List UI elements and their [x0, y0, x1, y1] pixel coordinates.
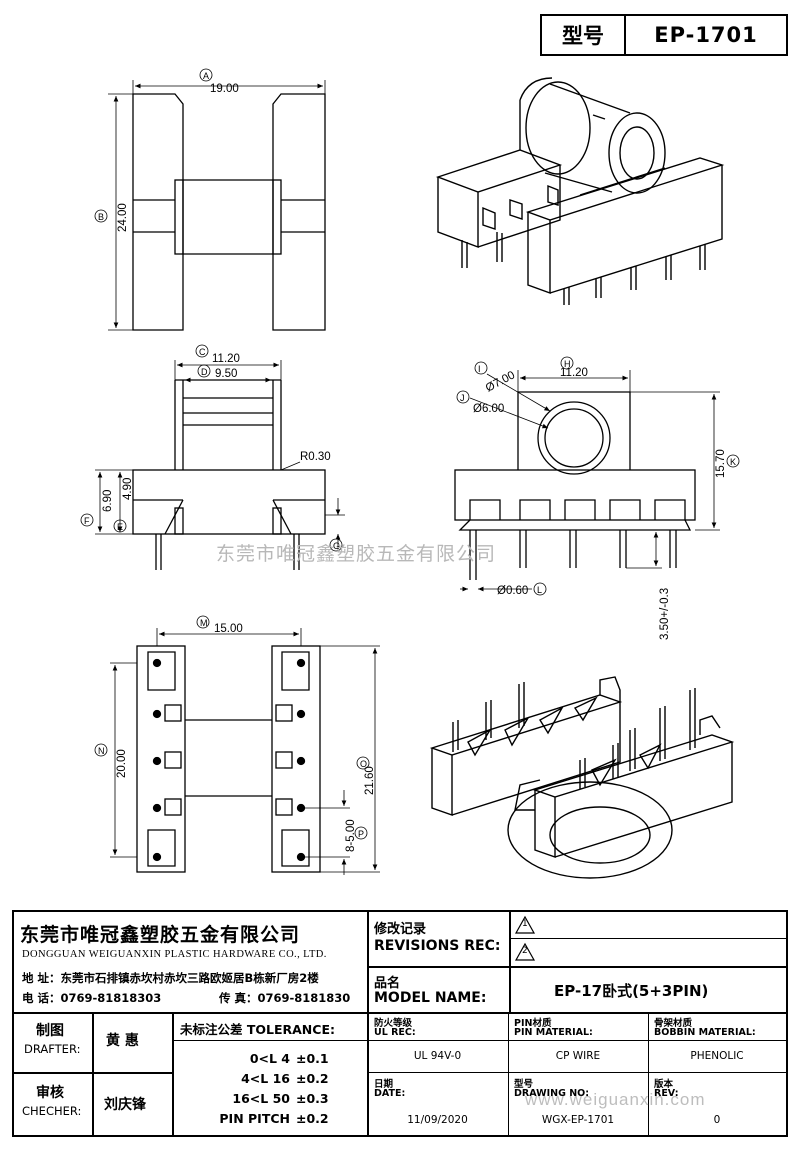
- revision-triangle-1-icon: [514, 915, 536, 934]
- revision-mark-2: 2: [522, 946, 528, 956]
- dim-m-label: M: [200, 618, 208, 628]
- tolerance-title: 未标注公差 TOLERANCE:: [180, 1022, 335, 1037]
- dim-b-label: B: [98, 212, 104, 222]
- pin-material-label-en: PIN MATERIAL:: [514, 1027, 593, 1038]
- dim-c-label: C: [199, 347, 206, 357]
- dim-d-label: D: [201, 367, 208, 377]
- checker-label-en: CHECHER:: [22, 1104, 82, 1118]
- company-address: 地 址：东莞市石排镇赤坎村赤坎三路欧姬居B栋新厂房2楼: [22, 971, 319, 985]
- model-title-box: 型号 EP-1701: [540, 14, 788, 56]
- dim-h-value: 11.20: [560, 367, 588, 379]
- pin-material-label-cn: PIN材质: [514, 1018, 552, 1029]
- tolerance-range-1: 0<L 4: [249, 1051, 290, 1066]
- ul-value: UL 94V-0: [413, 1050, 462, 1062]
- dim-k-value: 15.70: [715, 449, 727, 478]
- rev-label-cn: 版本: [654, 1079, 674, 1090]
- rev-value: 0: [713, 1114, 721, 1126]
- iso-view-2: [429, 676, 735, 879]
- drawing-no-label-cn: 型号: [514, 1079, 534, 1090]
- model-value: EP-1701: [654, 23, 758, 47]
- tolerance-value-2: ±0.2: [296, 1071, 329, 1086]
- tolerance-range-2: 4<L 16: [241, 1071, 290, 1086]
- ul-label-cn: 防火等级: [374, 1018, 413, 1029]
- technical-drawing: A 19.00 B 24.00 C 11.20 D 9.50 R0.30 F 6…: [80, 68, 740, 879]
- pin-material-value: CP WIRE: [555, 1050, 601, 1062]
- drawing-no-value: WGX-EP-1701: [541, 1114, 615, 1126]
- dim-o-label: O: [360, 759, 367, 769]
- revisions-label-cn: 修改记录: [374, 922, 427, 937]
- dim-e-label: E: [117, 522, 123, 532]
- ul-label-en: UL REC:: [374, 1027, 416, 1038]
- tolerance-range-4: PIN PITCH: [219, 1111, 290, 1126]
- dim-m-value: 15.00: [214, 623, 243, 635]
- dim-f-label: F: [84, 516, 90, 526]
- dim-n-label: N: [98, 746, 105, 756]
- bobbin-material-label-cn: 骨架材质: [654, 1018, 693, 1029]
- model-name-label-en: MODEL NAME:: [374, 990, 487, 1006]
- dim-j-label: J: [460, 393, 465, 403]
- dim-f-value: 6.90: [102, 490, 114, 512]
- dim-g-label: G: [333, 541, 340, 551]
- watermark-company: 东莞市唯冠鑫塑胶五金有限公司: [216, 543, 497, 565]
- dim-j-value: Ø6.00: [473, 403, 504, 415]
- dim-h-label: H: [564, 359, 571, 369]
- revision-triangle-2-icon: [514, 942, 536, 961]
- side-view: [80, 344, 345, 570]
- dim-n-value: 20.00: [116, 749, 128, 778]
- revision-mark-1: 1: [522, 919, 528, 929]
- dim-p-label: P: [358, 829, 364, 839]
- title-block: 东莞市唯冠鑫塑胶五金有限公司 DONGGUAN WEIGUANXIN PLAST…: [12, 910, 788, 1137]
- top-view-1: [94, 68, 326, 331]
- bottom-view: [94, 615, 380, 875]
- checker-label-cn: 审核: [36, 1085, 64, 1101]
- dim-p-value: 8-5.00: [345, 819, 357, 852]
- watermark-website: www.weiguanxin.com: [525, 1090, 706, 1109]
- drafter-label-en: DRAFTER:: [24, 1042, 81, 1056]
- bobbin-material-label-en: BOBBIN MATERIAL:: [654, 1027, 756, 1038]
- dim-b-value: 24.00: [117, 203, 129, 232]
- dim-o-value: 21.60: [364, 766, 376, 795]
- company-name-cn: 东莞市唯冠鑫塑胶五金有限公司: [20, 924, 301, 946]
- tolerance-value-1: ±0.1: [296, 1051, 329, 1066]
- dim-i-label: I: [478, 364, 481, 374]
- date-label-en: DATE:: [374, 1088, 406, 1099]
- dim-a-value: 19.00: [210, 83, 239, 95]
- model-name-label-cn: 品名: [374, 976, 401, 991]
- dim-r-value: R0.30: [300, 451, 331, 463]
- dim-i-value: Ø7.00: [484, 369, 517, 394]
- drafter-name: 黄 惠: [106, 1033, 139, 1049]
- drafter-label-cn: 制图: [36, 1023, 64, 1039]
- dim-c-value: 11.20: [212, 353, 240, 365]
- tolerance-range-3: 16<L 50: [232, 1091, 290, 1106]
- tolerance-value-3: ±0.3: [296, 1091, 329, 1106]
- dim-pin-length: 3.50+/-0.3: [659, 588, 671, 640]
- date-value: 11/09/2020: [407, 1114, 468, 1126]
- dim-a-label: A: [203, 71, 209, 81]
- model-label: 型号: [542, 16, 626, 54]
- checker-name: 刘庆锋: [104, 1097, 146, 1113]
- revisions-label-en: REVISIONS REC:: [374, 938, 501, 954]
- company-fax: 传 真：0769-8181830: [219, 991, 351, 1005]
- model-name-value: EP-17卧式(5+3PIN): [554, 982, 709, 1000]
- bobbin-material-value: PHENOLIC: [690, 1050, 744, 1062]
- iso-view-1: [435, 77, 725, 305]
- company-name-en: DONGGUAN WEIGUANXIN PLASTIC HARDWARE CO.…: [22, 949, 327, 960]
- date-label-cn: 日期: [374, 1079, 394, 1090]
- dim-e-value: 4.90: [122, 478, 134, 500]
- drawing-no-label-en: DRAWING NO:: [514, 1088, 590, 1099]
- dim-k-label: K: [730, 457, 736, 467]
- dim-l-value: Ø0.60: [497, 585, 528, 597]
- company-phone: 电 话：0769-81818303: [22, 991, 162, 1005]
- dim-d-value: 9.50: [215, 368, 237, 380]
- tolerance-value-4: ±0.2: [296, 1111, 329, 1126]
- front-view: [454, 356, 740, 596]
- rev-label-en: REV:: [654, 1088, 679, 1099]
- dim-l-label: L: [537, 585, 542, 595]
